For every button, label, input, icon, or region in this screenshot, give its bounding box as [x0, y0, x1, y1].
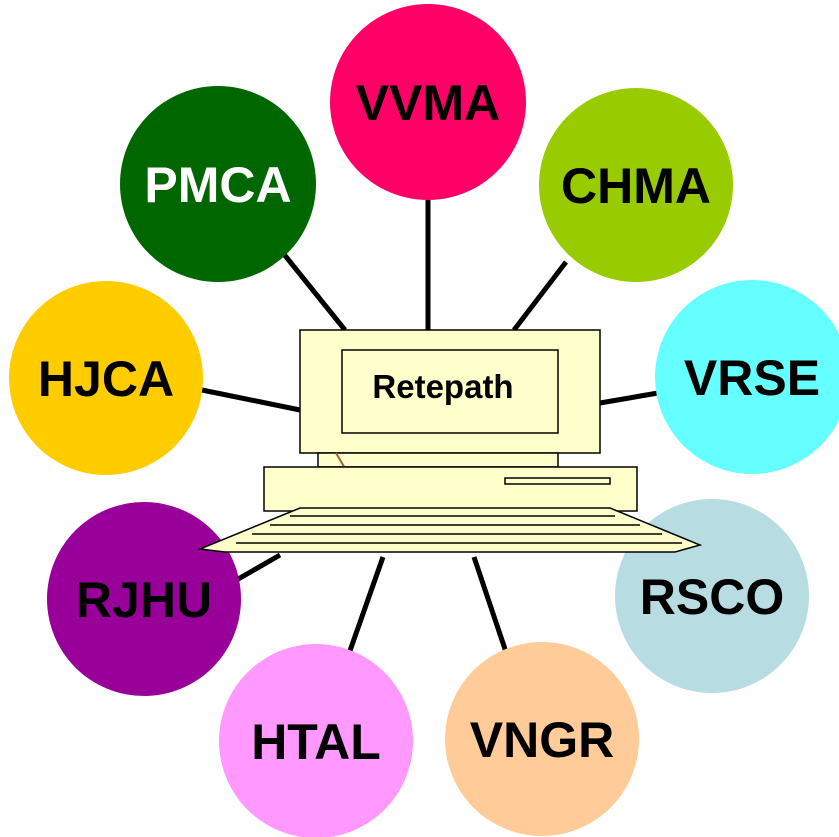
node-label: HTAL: [251, 714, 381, 770]
node-hjca[interactable]: HJCA: [9, 281, 203, 475]
node-circle: [219, 644, 413, 837]
node-label: VRSE: [684, 350, 820, 406]
node-circle: [445, 642, 639, 836]
connector-htal: [343, 556, 386, 663]
node-circle: [330, 4, 526, 200]
connector-rjhu: [231, 552, 282, 585]
node-circle: [120, 86, 316, 282]
node-label: PMCA: [144, 157, 291, 213]
node-vrse[interactable]: VRSE: [655, 280, 839, 474]
node-circle: [539, 88, 733, 282]
computer-case: [263, 466, 638, 512]
desktop-computer-icon: Retepath: [197, 329, 703, 553]
computer-keyboard: [197, 507, 703, 553]
keyboard-keys: [236, 515, 682, 544]
node-label: VNGR: [470, 712, 614, 768]
node-label: HJCA: [38, 351, 174, 407]
node-label: RJHU: [76, 572, 212, 628]
drive-slot: [504, 477, 611, 485]
connector-chma: [512, 260, 568, 332]
node-circle: [47, 502, 241, 696]
connector-lines: [201, 200, 659, 663]
node-label: VVMA: [356, 75, 500, 131]
connector-hjca: [201, 387, 301, 413]
monitor-neck: [317, 452, 559, 468]
connector-vngr: [471, 556, 510, 656]
node-vngr[interactable]: VNGR: [445, 642, 639, 836]
node-vvma[interactable]: VVMA: [330, 4, 526, 200]
nodes-group: VVMA CHMA VRSE RSCO VNGR HTAL RJHU HJCA: [9, 4, 839, 837]
node-rjhu[interactable]: RJHU: [47, 502, 241, 696]
node-pmca[interactable]: PMCA: [120, 86, 316, 282]
node-circle: [9, 281, 203, 475]
connector-pmca: [281, 251, 347, 332]
node-circle: [655, 280, 839, 474]
computer-screen-label: Retepath: [372, 368, 513, 405]
connector-vrse: [599, 390, 659, 406]
node-label: CHMA: [561, 158, 711, 214]
node-label: RSCO: [640, 569, 784, 625]
node-chma[interactable]: CHMA: [539, 88, 733, 282]
monitor-screen: [341, 349, 559, 434]
node-htal[interactable]: HTAL: [219, 644, 413, 837]
